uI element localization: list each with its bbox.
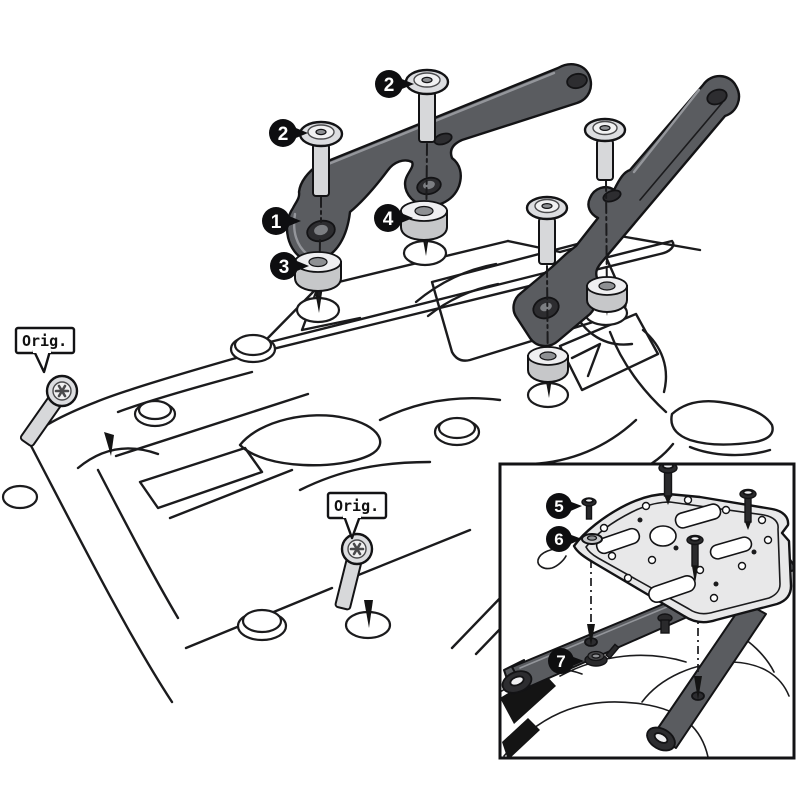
svg-text:2: 2 bbox=[384, 75, 395, 96]
inset-screws bbox=[581, 464, 757, 667]
plate-slots bbox=[595, 503, 753, 604]
svg-text:4: 4 bbox=[383, 209, 394, 230]
right-bracket bbox=[512, 74, 741, 348]
orig-label-left: Orig. bbox=[14, 326, 76, 374]
torx-pattern bbox=[54, 384, 70, 398]
callout-5: 5 bbox=[546, 493, 582, 519]
bushing-right-lower bbox=[527, 346, 569, 384]
tray-caps bbox=[1, 333, 481, 642]
screw-right-upper bbox=[583, 117, 627, 181]
callout-1: 1 bbox=[262, 207, 301, 235]
inset-assembled-view: 5 6 7 bbox=[498, 462, 796, 760]
nut-7 bbox=[584, 643, 620, 667]
svg-text:3: 3 bbox=[279, 257, 290, 278]
callout-4: 4 bbox=[374, 204, 413, 232]
svg-text:6: 6 bbox=[554, 530, 563, 549]
left-bracket bbox=[285, 63, 593, 263]
callout-2a: 2 bbox=[269, 119, 308, 147]
svg-text:7: 7 bbox=[556, 652, 565, 671]
svg-text:2: 2 bbox=[278, 124, 289, 145]
bushing-right-upper bbox=[586, 276, 628, 314]
orig-left-text: Orig. bbox=[22, 332, 67, 350]
orig-screw-left bbox=[19, 374, 79, 447]
screw-2a bbox=[298, 120, 344, 197]
orig-screw-center bbox=[334, 532, 374, 611]
tail-wing bbox=[670, 400, 774, 446]
inset-frame bbox=[498, 462, 796, 760]
callout-7: 7 bbox=[548, 648, 584, 674]
inset-tail-line-art bbox=[500, 629, 790, 758]
screw-2b bbox=[404, 68, 450, 143]
orig-label-center: Orig. bbox=[326, 491, 388, 540]
orig-left-arrow bbox=[104, 432, 114, 456]
bushing-3 bbox=[294, 251, 342, 293]
svg-text:5: 5 bbox=[554, 497, 563, 516]
callout-3: 3 bbox=[270, 252, 309, 280]
bushing-4 bbox=[400, 200, 448, 242]
screw-right-lower bbox=[525, 195, 569, 265]
callout-2b: 2 bbox=[375, 70, 414, 98]
inset-luggage-plate bbox=[537, 492, 793, 624]
callout-6: 6 bbox=[546, 526, 582, 552]
torx-pattern bbox=[349, 542, 365, 556]
plate-holes bbox=[599, 495, 773, 603]
mounting-holes bbox=[295, 229, 629, 640]
plate-rivets bbox=[637, 517, 757, 587]
orig-center-text: Orig. bbox=[334, 497, 379, 515]
svg-text:1: 1 bbox=[271, 212, 282, 233]
